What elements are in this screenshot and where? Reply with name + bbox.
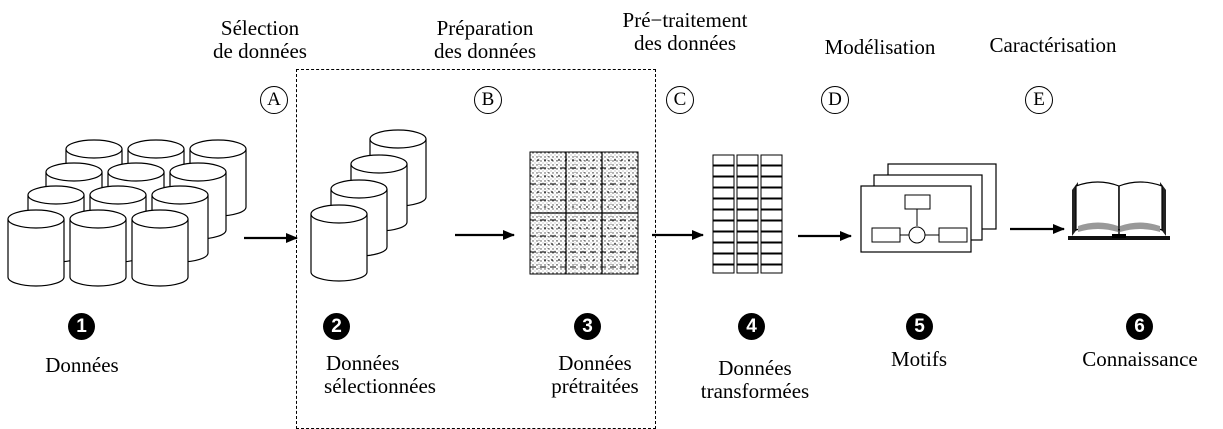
output-2-label-line1: Données (326, 351, 400, 375)
output-3-number: 3 (574, 313, 601, 340)
step-b-title: Préparation des données (410, 17, 560, 63)
databases-icon (7, 139, 247, 287)
output-3-label: Données prétraitées (535, 352, 655, 398)
step-a-title: Sélection de données (200, 17, 320, 63)
diagram-artwork (7, 129, 1170, 287)
step-b-title-line2: des données (433, 39, 537, 63)
step-e-letter: E (1025, 86, 1053, 114)
output-6-number: 6 (1126, 313, 1153, 340)
step-c-title-line1: Pré−traitement (622, 8, 748, 32)
output-2-label-line2: sélectionnées (324, 374, 436, 398)
output-2-number: 2 (323, 313, 350, 340)
output-4-label-line2: transformées (700, 379, 810, 403)
step-d-letter: D (821, 86, 849, 114)
output-6-label: Connaissance (1062, 348, 1218, 371)
output-3-label-line1: Données (558, 351, 632, 375)
step-b-letter: B (474, 86, 502, 114)
step-b-title-line1: Préparation (436, 16, 534, 40)
output-5-label: Motifs (869, 348, 969, 371)
step-d-title: Modélisation (800, 36, 960, 59)
output-5-number: 5 (906, 313, 933, 340)
step-c-title-line2: des données (633, 31, 737, 55)
output-1-label-line1: Données (45, 353, 119, 377)
patterns-icon (860, 163, 997, 253)
output-2-label-second: sélectionnées (300, 375, 460, 398)
step-c-title: Pré−traitement des données (600, 9, 770, 55)
transformed-data-icon (712, 154, 783, 274)
step-d-title-line1: Modélisation (824, 35, 936, 59)
step-e-title-line1: Caractérisation (989, 33, 1117, 57)
output-5-label-line1: Motifs (890, 347, 947, 371)
step-c-letter: C (666, 86, 694, 114)
preprocessed-data-icon (529, 151, 639, 275)
output-4-label: Données transformées (690, 357, 820, 403)
output-1-label: Données (22, 354, 142, 377)
selected-databases-icon (310, 129, 427, 282)
step-a-letter: A (260, 86, 288, 114)
step-a-title-line1: Sélection (220, 16, 300, 40)
step-e-title: Caractérisation (968, 34, 1138, 57)
output-6-label-line1: Connaissance (1082, 347, 1198, 371)
kdd-process-diagram: Sélection de données Préparation des don… (7, 9, 1218, 429)
output-2-label: Données (298, 352, 438, 375)
output-4-label-line1: Données (718, 356, 792, 380)
output-3-label-line2: prétraitées (551, 374, 639, 398)
output-4-number: 4 (738, 313, 765, 340)
step-a-title-line2: de données (213, 39, 307, 63)
knowledge-book-icon (1068, 181, 1170, 240)
output-1-number: 1 (68, 313, 95, 340)
